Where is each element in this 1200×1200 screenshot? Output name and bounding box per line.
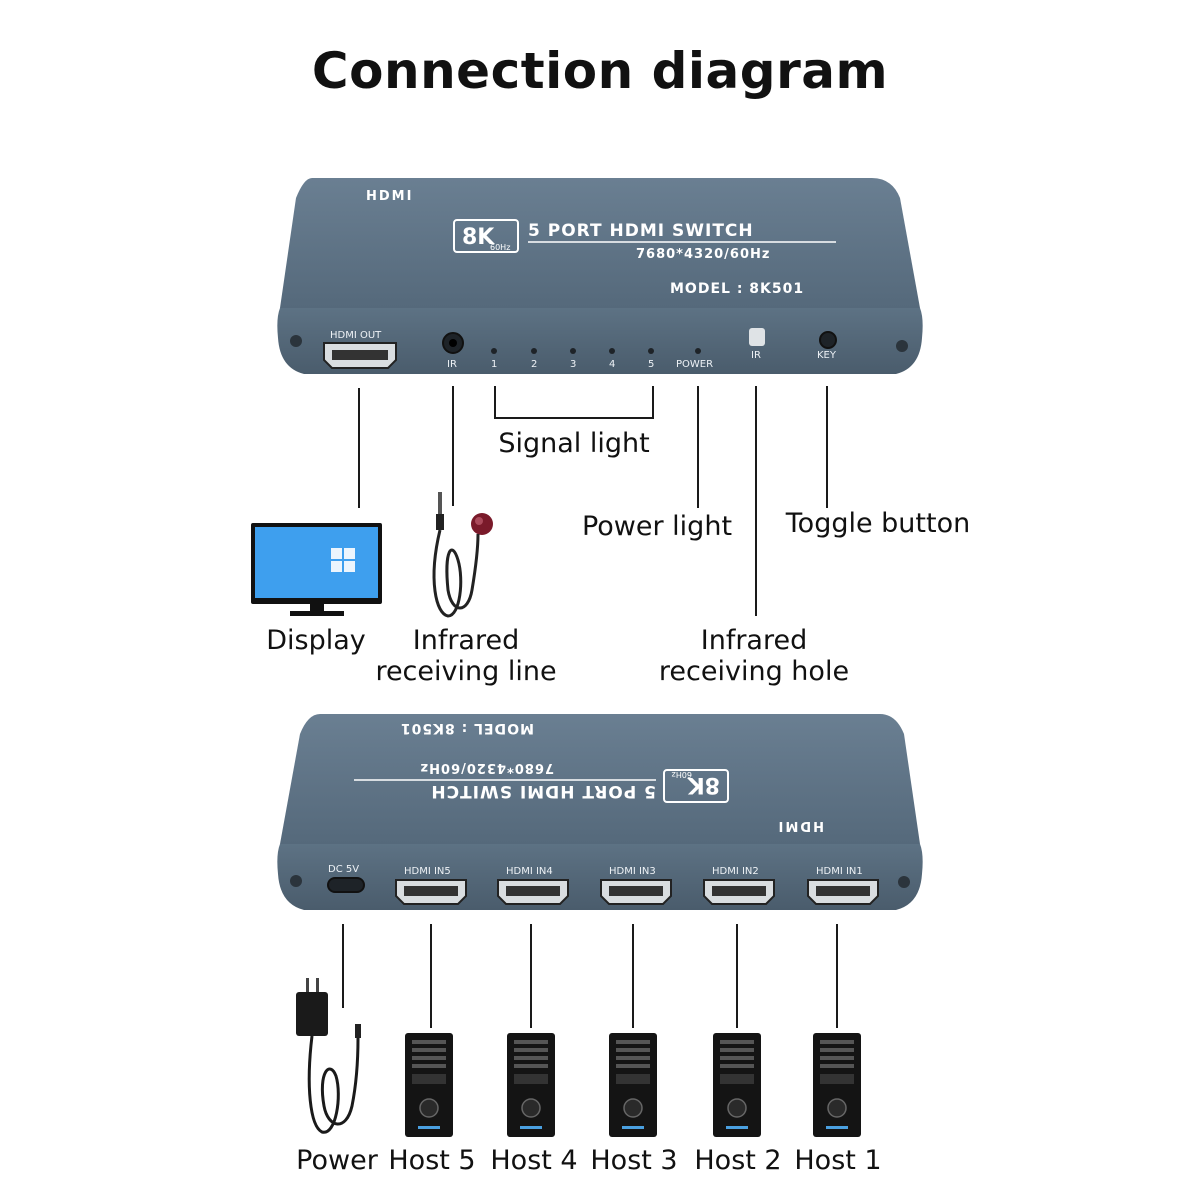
host2-pc-icon [713,1033,761,1137]
line-ir-hole [755,386,757,616]
line-host3 [632,924,634,1028]
label-host3: Host 3 [590,1145,678,1176]
label-toggle-button: Toggle button [785,508,971,539]
model-label-rear: MODEL : 8K501 [400,720,534,736]
hdmi-in2-label: HDMI IN2 [712,866,759,877]
product-resolution-rear: 7680*4320/60Hz [420,760,554,775]
led-3-label: 3 [570,359,576,370]
key-button-label: KEY [817,350,837,361]
line-display [358,388,360,508]
line-power-light [697,386,699,508]
led-5 [648,348,654,354]
bracket-bottom [494,417,654,419]
screw-right [896,340,908,352]
host5-pc-icon [405,1033,453,1137]
model-label: MODEL : 8K501 [670,281,804,297]
hdmi-in3-group: HDMI IN3 [600,866,672,905]
label-ir-hole-1: Infrared [700,625,808,656]
label-host5: Host 5 [388,1145,476,1176]
label-host2: Host 2 [694,1145,782,1176]
hdmi-in3-label: HDMI IN3 [609,866,656,877]
line-host1 [836,924,838,1028]
label-signal-light: Signal light [498,428,650,459]
hdmi-in5-label: HDMI IN5 [404,866,451,877]
hdmi-in2-group: HDMI IN2 [703,866,775,905]
switch-front-panel: HDMI 8K 60Hz 5 PORT HDMI SWITCH 7680*432… [277,178,923,374]
line-host4 [530,924,532,1028]
switch-rear-panel: MODEL : 8K501 7680*4320/60Hz 5 PORT HDMI… [277,714,923,910]
led-1-label: 1 [491,359,497,370]
host3-pc-icon [609,1033,657,1137]
ir-window-label: IR [751,350,761,361]
product-name: 5 PORT HDMI SWITCH [528,221,754,241]
led-4 [609,348,615,354]
led-5-label: 5 [648,359,654,370]
label-display: Display [266,625,366,656]
led-2-label: 2 [531,359,537,370]
label-power: Power [296,1145,378,1176]
bracket-right [652,386,654,419]
badge-8k: 8K [462,225,495,250]
led-3 [570,348,576,354]
label-host1: Host 1 [794,1145,882,1176]
label-ir-line-2: receiving line [375,656,557,687]
bracket-left [494,386,496,419]
line-ir-cable [452,386,454,506]
led-2 [531,348,537,354]
label-ir-line-1: Infrared [412,625,520,656]
dc-port [327,877,365,893]
screw-left [290,335,302,347]
label-ir-hole-2: receiving hole [658,656,850,687]
line-host5 [430,924,432,1028]
ir-jack-label: IR [447,359,457,370]
hdmi-logo-rear: HDMI [777,818,824,833]
hdmi-in1-label: HDMI IN1 [816,866,863,877]
line-power [342,924,344,1008]
screw-left-rear [290,875,302,887]
hdmi-out-label: HDMI OUT [330,330,382,341]
monitor-icon [251,523,382,616]
host4-pc-icon [507,1033,555,1137]
hdmi-in4-group: HDMI IN4 [497,866,569,905]
screw-right-rear [898,876,910,888]
ir-receiver-cable-icon [432,492,493,618]
badge-60hz: 60Hz [490,243,510,252]
hdmi-in1-group: HDMI IN1 [807,866,879,905]
power-adapter-icon [296,978,361,1134]
led-1 [491,348,497,354]
line-host2 [736,924,738,1028]
key-button [819,331,837,349]
line-toggle [826,386,828,508]
badge-8k-rear: 8K [687,772,720,797]
hdmi-logo: HDMI [366,189,413,204]
product-resolution: 7680*4320/60Hz [636,247,770,262]
power-led [695,348,701,354]
hdmi-in4-label: HDMI IN4 [506,866,553,877]
host1-pc-icon [813,1033,861,1137]
label-host4: Host 4 [490,1145,578,1176]
hdmi-in5-group: HDMI IN5 [395,866,467,905]
power-led-label: POWER [676,359,713,370]
badge-60hz-rear: 60Hz [672,770,692,779]
label-power-light: Power light [581,511,733,542]
led-4-label: 4 [609,359,615,370]
ir-window [749,328,765,346]
dc-label: DC 5V [328,864,359,875]
product-name-rear: 5 PORT HDMI SWITCH [430,781,656,801]
diagram-title: Connection diagram [311,42,889,100]
